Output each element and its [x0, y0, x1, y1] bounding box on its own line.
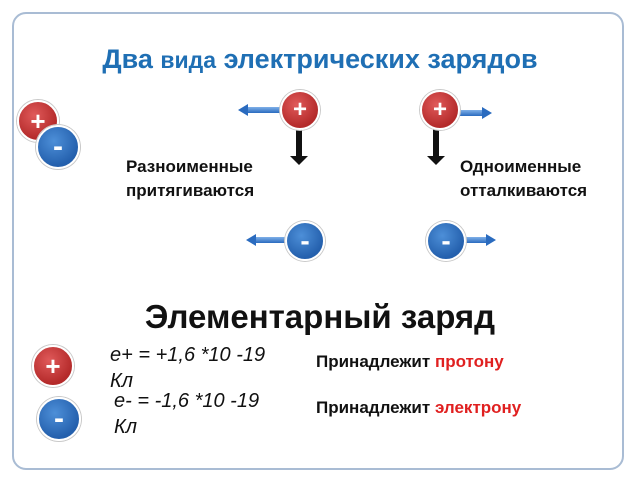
- electron-formula-value: e- = -1,6 *10 -19: [114, 390, 260, 412]
- minus-charge-left: -: [36, 125, 80, 169]
- minus-charge-opposite: -: [285, 221, 325, 261]
- label-opposite-line1: Разноименные: [126, 157, 253, 176]
- proton-formula-unit: Кл: [110, 370, 134, 392]
- label-opposite: Разноименные притягиваются: [126, 155, 254, 203]
- arrow-down-left: [290, 128, 308, 165]
- arrow-left-bottom: [246, 234, 286, 246]
- arrow-right-top: [458, 107, 492, 119]
- proton-belongs: Принадлежит протону: [316, 352, 504, 372]
- label-same-line2: отталкиваются: [460, 181, 588, 200]
- electron-belongs: Принадлежит электрону: [316, 398, 521, 418]
- proton-belongs-word: Принадлежит: [316, 352, 431, 371]
- plus-charge-same: +: [420, 90, 460, 130]
- title-word-2: вида: [160, 47, 217, 73]
- arrow-down-right: [427, 128, 445, 165]
- label-opposite-line2: притягиваются: [126, 181, 255, 200]
- electron-formula-unit: Кл: [114, 416, 138, 438]
- elementary-charge-heading: Элементарный заряд: [144, 298, 496, 335]
- label-same-line1: Одноименные: [460, 157, 582, 176]
- slide-title: Два вида электрических зарядов: [0, 44, 640, 75]
- plus-charge-proton: +: [32, 345, 74, 387]
- title-word-1: Два: [102, 44, 153, 74]
- electron-word: электрону: [434, 398, 522, 417]
- plus-charge-opposite: +: [280, 90, 320, 130]
- electron-charge-formula: e- = -1,6 *10 -19 Кл: [114, 388, 259, 440]
- arrow-right-bottom: [462, 234, 496, 246]
- minus-charge-same: -: [426, 221, 466, 261]
- electron-belongs-word: Принадлежит: [316, 398, 431, 417]
- title-word-3: электрических зарядов: [223, 44, 538, 74]
- minus-charge-electron: -: [37, 397, 81, 441]
- arrow-left-top: [238, 104, 280, 116]
- label-same: Одноименные отталкиваются: [460, 155, 587, 203]
- proton-charge-formula: e+ = +1,6 *10 -19 Кл: [110, 342, 265, 394]
- proton-word: протону: [434, 352, 504, 371]
- proton-formula-value: e+ = +1,6 *10 -19: [110, 344, 266, 366]
